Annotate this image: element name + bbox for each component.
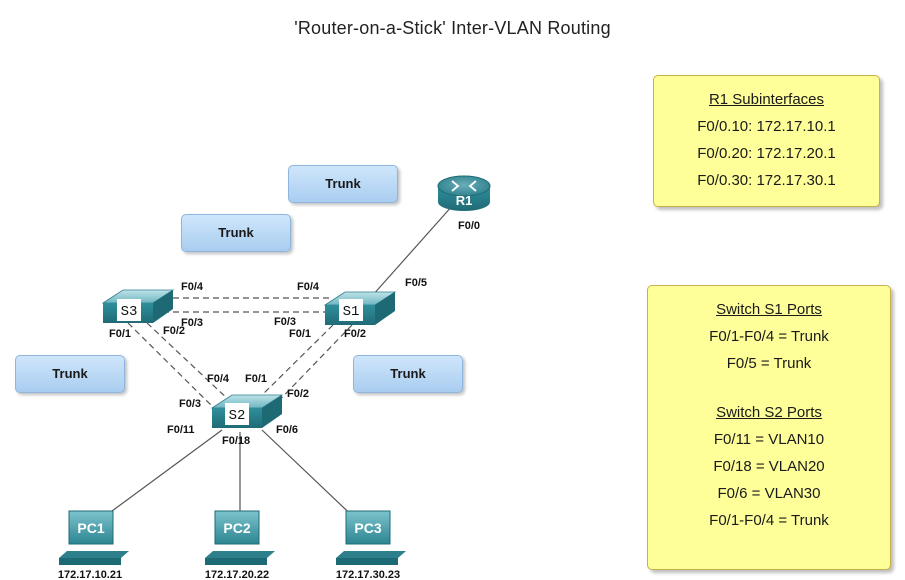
router-arrows-icon <box>451 180 477 192</box>
router-r1-label: R1 <box>456 193 473 208</box>
pc3-label: PC3 <box>354 520 381 536</box>
port-label-s2-f011: F0/11 <box>167 424 195 436</box>
link-s2-pc1 <box>92 429 223 526</box>
pc2: PC2 <box>205 510 275 565</box>
link-s3-s2-f02 <box>146 322 232 403</box>
port-label-s2-f03: F0/3 <box>179 398 201 410</box>
pc2-ip: 172.17.20.22 <box>205 569 269 580</box>
s2-port-line: F0/6 = VLAN30 <box>717 485 821 502</box>
port-label-s1-f02: F0/2 <box>344 328 366 340</box>
pc1-label: PC1 <box>77 520 104 536</box>
switch-s3-label: S3 <box>121 304 138 320</box>
link-s2-pc3 <box>261 429 363 526</box>
links <box>92 204 454 526</box>
port-label-s1-f04: F0/4 <box>297 281 320 293</box>
r1-subinterface-line: F0/0.10: 172.17.10.1 <box>697 118 836 135</box>
port-label-s2-f02: F0/2 <box>287 388 309 400</box>
link-r1-s1 <box>371 204 454 297</box>
port-label-s3-f03: F0/3 <box>181 317 203 329</box>
pc3-ip: 172.17.30.23 <box>336 569 400 580</box>
port-label-s2-f01: F0/1 <box>245 373 267 385</box>
r1-subinterface-line: F0/0.20: 172.17.20.1 <box>697 145 836 162</box>
port-label-s2-f04: F0/4 <box>207 373 230 385</box>
pc1-ip: 172.17.10.21 <box>58 569 122 580</box>
pc2-label: PC2 <box>223 520 250 536</box>
trunk-label-left: Trunk <box>15 355 125 393</box>
s2-port-line: F0/18 = VLAN20 <box>713 458 825 475</box>
port-label-s2-f06: F0/6 <box>276 424 298 436</box>
port-label-r1-f00: F0/0 <box>458 220 480 232</box>
pc1: PC1 <box>59 510 129 565</box>
s2-ports-heading: Switch S2 Ports <box>716 404 822 421</box>
r1-subinterfaces-box: R1 Subinterfaces F0/0.10: 172.17.10.1 F0… <box>653 75 880 207</box>
pc3: PC3 <box>336 510 406 565</box>
port-label-s1-f03: F0/3 <box>274 316 296 328</box>
trunk-label-right: Trunk <box>353 355 463 393</box>
switch-s2: S2 <box>210 394 284 428</box>
link-s1-s2-f01 <box>254 324 334 403</box>
s1-port-line: F0/1-F0/4 = Trunk <box>709 328 829 345</box>
trunk-label-top-right: Trunk <box>288 165 398 203</box>
port-label-s3-f01: F0/1 <box>109 328 131 340</box>
switch-s1: S1 <box>323 291 397 325</box>
s1-ports-heading: Switch S1 Ports <box>716 301 822 318</box>
router-r1: R1 <box>437 175 491 211</box>
port-label-s2-f018: F0/18 <box>222 435 250 447</box>
diagram-title: 'Router-on-a-Stick' Inter-VLAN Routing <box>294 18 611 38</box>
r1-subinterface-line: F0/0.30: 172.17.30.1 <box>697 172 836 189</box>
switch-s1-label: S1 <box>343 304 360 320</box>
port-label-s1-f05: F0/5 <box>405 277 427 289</box>
s1-port-line: F0/5 = Trunk <box>726 355 812 372</box>
port-label-s3-f04: F0/4 <box>181 281 204 293</box>
port-label-s3-f02: F0/2 <box>163 325 185 337</box>
s2-port-line: F0/11 = VLAN10 <box>713 431 825 448</box>
r1-subinterfaces-heading: R1 Subinterfaces <box>708 91 825 108</box>
switch-ports-box: Switch S1 Ports F0/1-F0/4 = Trunk F0/5 =… <box>647 285 891 570</box>
link-s3-s2-f01 <box>127 322 219 413</box>
switch-s3: S3 <box>101 289 175 323</box>
trunk-label-top-left: Trunk <box>181 214 291 252</box>
switch-s2-label: S2 <box>229 408 246 424</box>
s2-port-line: F0/1-F0/4 = Trunk <box>709 512 829 529</box>
port-label-s1-f01: F0/1 <box>289 328 311 340</box>
